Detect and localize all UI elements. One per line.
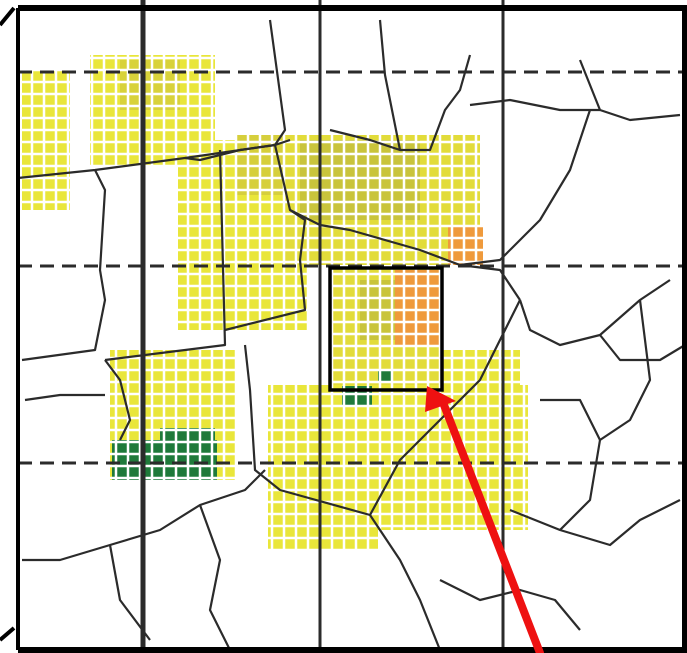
county-line xyxy=(559,299,652,531)
horizontal-dashed-lines xyxy=(18,70,685,465)
county-line xyxy=(21,169,107,362)
county-line xyxy=(104,359,132,441)
vertical-rulers xyxy=(140,0,505,653)
county-line xyxy=(469,98,600,112)
heat-cell-green xyxy=(378,370,392,382)
county-line xyxy=(24,393,105,402)
county-line xyxy=(369,514,442,651)
frame-corner-top xyxy=(0,6,16,27)
arrow-shaft xyxy=(440,401,544,653)
heat-cell-block xyxy=(120,60,180,110)
county-line xyxy=(108,544,151,641)
county-line xyxy=(22,469,266,562)
county-line xyxy=(509,499,681,547)
red-arrow xyxy=(425,386,544,653)
heat-cell-block xyxy=(300,140,420,220)
arrow-head xyxy=(425,386,456,412)
county-line xyxy=(540,398,601,441)
frame-corner-bottom xyxy=(0,626,16,642)
county-line xyxy=(198,504,231,651)
county-line xyxy=(518,279,671,347)
county-line xyxy=(578,59,681,122)
county-boundaries xyxy=(17,19,686,651)
county-line xyxy=(184,19,287,162)
heat-cell-orange xyxy=(395,270,440,345)
county-line xyxy=(224,144,307,332)
map-frame-border xyxy=(18,5,687,653)
county-line xyxy=(378,19,402,151)
county-line xyxy=(439,579,581,631)
county-line xyxy=(243,299,521,517)
county-line xyxy=(459,109,592,267)
county-line xyxy=(599,334,686,362)
selection-box xyxy=(328,266,444,392)
county-line xyxy=(329,54,472,152)
